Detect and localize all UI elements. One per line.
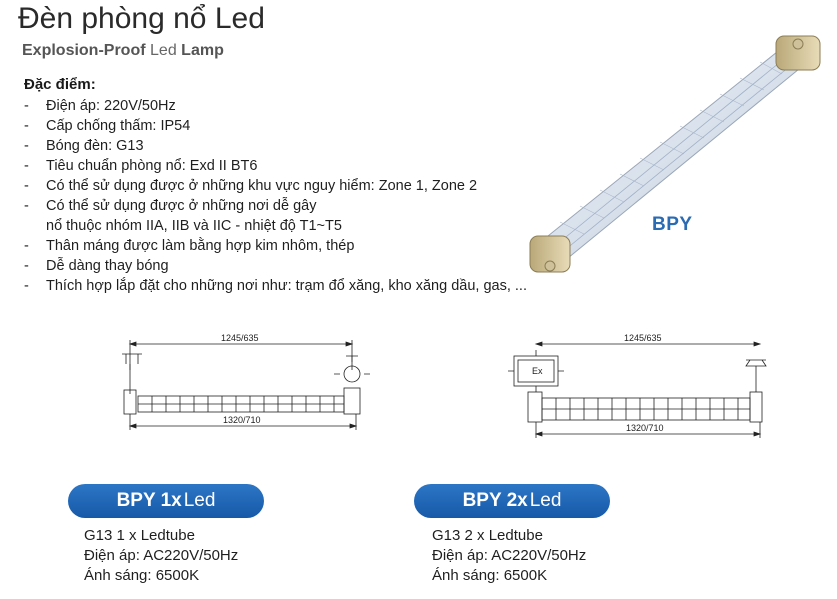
lamp-end-cap-top [775, 35, 821, 71]
feature-item: Dễ dàng thay bóng [20, 256, 620, 276]
spec-line: Ánh sáng: 6500K [432, 567, 548, 584]
feature-item: Có thể sử dụng được ở những khu vực nguy… [20, 176, 620, 196]
variant-name: BPY 2x [462, 490, 528, 511]
page-subtitle: Explosion-Proof Led Lamp [22, 42, 224, 60]
feature-item: Bóng đèn: G13 [20, 136, 620, 156]
bottom-dimension-label: 1320/710 [626, 423, 664, 433]
lamp-end-cap-bottom [529, 235, 571, 273]
spec-line: Ánh sáng: 6500K [84, 567, 200, 584]
page-title: Đèn phòng nổ Led [18, 2, 265, 35]
top-dimension-label: 1245/635 [221, 333, 259, 343]
spec-line: Điện áp: AC220V/50Hz [84, 547, 239, 564]
top-dimension-label: 1245/635 [624, 333, 662, 343]
brand-label: BPY [652, 214, 693, 235]
variant-suffix: Led [183, 490, 216, 511]
feature-item: Có thể sử dụng được ở những nơi dễ gây n… [20, 196, 620, 236]
variant-badge-1x: BPY 1x Led [68, 484, 264, 518]
technical-drawing-1x: 1245/635 1320/710 [122, 333, 370, 430]
feature-item: Điện áp: 220V/50Hz [20, 96, 620, 116]
feature-item: Thích hợp lắp đặt cho những nơi như: trạ… [20, 276, 620, 296]
spec-line: Điện áp: AC220V/50Hz [432, 547, 587, 564]
feature-item: Cấp chống thấm: IP54 [20, 116, 620, 136]
variant-specs-2x: G13 2 x Ledtube Điện áp: AC220V/50Hz Ánh… [432, 526, 586, 586]
variant-suffix: Led [529, 490, 562, 511]
feature-item: Thân máng được làm bằng hợp kim nhôm, th… [20, 236, 620, 256]
feature-item-text: Có thể sử dụng được ở những nơi dễ gây [46, 198, 317, 214]
features-list: Điện áp: 220V/50Hz Cấp chống thấm: IP54 … [20, 96, 620, 296]
subtitle-end: Lamp [181, 42, 224, 59]
subtitle-bold: Explosion-Proof [22, 42, 146, 59]
bottom-dimension-label: 1320/710 [223, 415, 261, 425]
variant-badge-2x: BPY 2x Led [414, 484, 610, 518]
feature-item-continuation: nổ thuộc nhóm IIA, IIB và IIC - nhiệt độ… [46, 218, 342, 234]
variant-name: BPY 1x [116, 490, 182, 511]
junction-box-label: Ex [532, 366, 543, 376]
variant-specs-1x: G13 1 x Ledtube Điện áp: AC220V/50Hz Ánh… [84, 526, 238, 586]
spec-line: G13 1 x Ledtube [84, 527, 195, 544]
spec-line: G13 2 x Ledtube [432, 527, 543, 544]
technical-drawing-2x: Ex 1245/635 1320/710 [508, 333, 767, 438]
subtitle-light: Led [150, 42, 177, 59]
lamp-product-image [529, 35, 821, 273]
features-heading: Đặc điểm: [24, 76, 96, 93]
feature-item: Tiêu chuẩn phòng nổ: Exd II BT6 [20, 156, 620, 176]
